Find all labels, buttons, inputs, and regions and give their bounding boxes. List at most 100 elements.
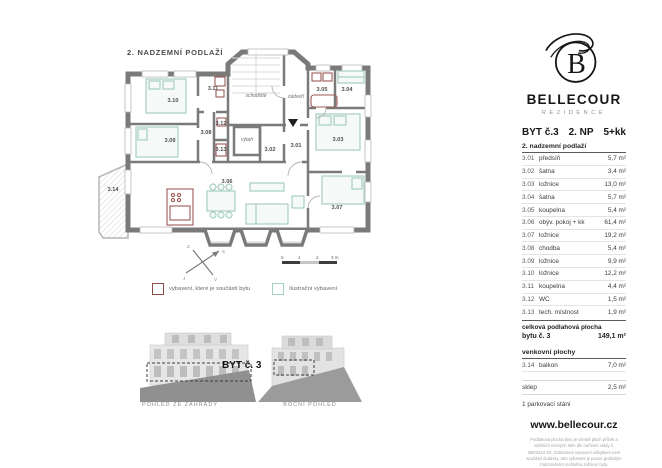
room-name: ložnice (539, 180, 559, 188)
svg-text:3 m: 3 m (331, 255, 339, 260)
room-area: 12,2 m² (604, 270, 626, 278)
room-no: 3.07 (522, 232, 535, 240)
table-row: 3.07 ložnice 19,2 m² (522, 230, 626, 243)
room-area: 3,4 m² (607, 168, 626, 176)
website-link[interactable]: www.bellecour.cz (530, 418, 618, 431)
elevation-unit-label: BYT č. 3 (222, 360, 262, 371)
room-area: 5,7 m² (607, 193, 626, 201)
plan-title: 2. NADZEMNÍ PODLAŽÍ (127, 48, 224, 57)
room-area: 4,4 m² (607, 283, 626, 291)
room-no: 3.11 (522, 283, 534, 291)
room-name: WC (539, 295, 550, 303)
side-view-caption: BOČNÍ POHLED (283, 402, 337, 408)
room-name: předsíň (539, 155, 561, 163)
table-row: 3.12 WC 1,5 m² (522, 294, 626, 307)
room-label-3-12: 3.12 (215, 121, 227, 127)
room-name: ložnice (539, 270, 559, 278)
interior-walls (128, 53, 368, 230)
room-label-3-01: 3.01 (290, 143, 302, 149)
room-area: 5,7 m² (607, 155, 626, 163)
info-panel: B BELLECOUR REZIDENCE BYT č.3 2. NP 5+kk… (522, 28, 626, 468)
windows (124, 48, 372, 243)
cellar-label: sklep (522, 383, 537, 391)
room-label-3-04: 3.04 (341, 87, 353, 93)
room-table: 3.01 předsíň 5,7 m² 3.02 šatna 3,4 m² 3.03 lo… (522, 153, 626, 318)
room-label-3-10: 3.10 (167, 98, 179, 104)
room-name: tech. místnost (539, 308, 579, 316)
brand-name: BELLECOUR (526, 92, 622, 107)
total-label: celková podlahová plocha (522, 324, 602, 332)
svg-text:V: V (214, 277, 217, 282)
room-no: 3.02 (522, 168, 535, 176)
room-area: 5,4 m² (607, 206, 626, 214)
unit-number: BYT č.3 (522, 127, 559, 138)
outdoor-section-title: venkovní plochy (522, 349, 626, 360)
total-area-value: 149,1 m² (597, 333, 626, 341)
room-area: 61,4 m² (604, 219, 626, 227)
room-label-3-03: 3.03 (332, 137, 344, 143)
garden-view-caption: POHLED ZE ZAHRADY (142, 402, 218, 408)
room-name: ložnice (539, 232, 559, 240)
unit-header: BYT č.3 2. NP 5+kk (522, 127, 626, 138)
floor-section-title: 2. nadzemní podlaží (522, 143, 626, 153)
room-name: šatna (539, 193, 555, 201)
room-label-3-02: 3.02 (264, 147, 276, 153)
legend-label: ilustrační vybavení (289, 286, 338, 292)
room-label-3-11: 3.11 (207, 86, 219, 92)
room-no: 3.05 (522, 206, 535, 214)
svg-text:Z: Z (187, 244, 190, 249)
room-label-zadveri: zádveří (287, 94, 305, 100)
svg-text:0: 0 (281, 255, 284, 260)
room-name: chodba (539, 244, 560, 252)
room-area: 1,5 m² (607, 295, 626, 303)
staircase-treads (232, 52, 280, 96)
room-area: 9,9 m² (607, 257, 626, 265)
bellecour-monogram-icon: B (545, 33, 597, 83)
door-swings (199, 85, 327, 209)
room-label-3-13: 3.13 (215, 147, 227, 153)
room-no: 3.12 (522, 295, 535, 303)
room-area: 19,2 m² (604, 232, 626, 240)
room-area: 7,0 m² (607, 361, 626, 369)
room-area: 1,9 m² (607, 308, 626, 316)
legend-label: vybavení, které je součástí bytu (169, 286, 251, 292)
illustrative-equipment-swatch (272, 283, 285, 295)
room-no: 3.01 (522, 155, 535, 163)
included-equipment-swatch (152, 283, 164, 295)
included-equipment (166, 72, 338, 226)
table-row: 3.03 ložnice 13,0 m² (522, 179, 626, 192)
room-name: šatna (539, 168, 555, 176)
svg-text:J: J (183, 276, 185, 281)
cellar-row: sklep 2,5 m² (522, 379, 626, 395)
table-row: 3.11 koupelna 4,4 m² (522, 281, 626, 294)
total-area-block: celková podlahová plocha bytu č. 3 149,1… (522, 320, 626, 340)
legend-item-illustrative: ilustrační vybavení (272, 283, 337, 295)
svg-text:B: B (567, 49, 586, 80)
room-name: koupelna (539, 283, 565, 291)
room-name: ložnice (539, 257, 559, 265)
room-no: 3.03 (522, 180, 535, 188)
entrance-arrow-icon (288, 119, 298, 127)
room-label-3-07: 3.07 (331, 205, 343, 211)
room-name: obýv. pokoj + kk (539, 219, 585, 227)
svg-text:2: 2 (316, 255, 319, 260)
room-name: balkon (539, 361, 558, 369)
compass-icon: S Z V J (183, 244, 225, 282)
total-unit: bytu č. 3 (522, 333, 551, 341)
table-row: 3.02 šatna 3,4 m² (522, 166, 626, 179)
room-label-3-05: 3.05 (316, 87, 328, 93)
room-no: 3.13 (522, 308, 535, 316)
table-row: 3.13 tech. místnost 1,9 m² (522, 306, 626, 318)
table-row: 3.10 ložnice 12,2 m² (522, 268, 626, 281)
room-area: 13,0 m² (604, 180, 626, 188)
svg-text:1: 1 (298, 255, 301, 260)
room-no: 3.14 (522, 361, 535, 369)
room-no: 3.10 (522, 270, 535, 278)
